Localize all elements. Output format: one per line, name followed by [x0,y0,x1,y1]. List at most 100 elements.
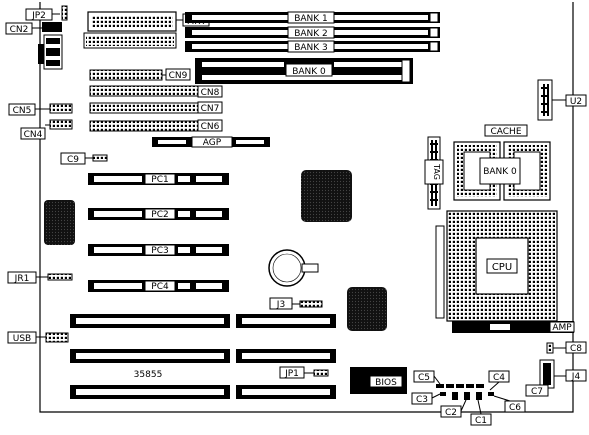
cn4-callout [20,127,46,140]
u2-callout [565,94,587,107]
cn6-group: CN6 [89,119,223,132]
c7-callout [525,384,549,397]
j4-group: C7 J4 [525,359,587,397]
cn7-callout [197,101,223,114]
bank3-label: BANK 3 [294,43,328,53]
pc4-callout [144,280,176,292]
pci-slot-4: PC4 [88,280,229,292]
cn4-group: CN4 [20,119,73,140]
cpu-socket-lever [435,225,445,319]
amp-strip-group: AMP [452,321,575,333]
pc3-callout [144,244,176,256]
agp-label: AGP [203,138,222,148]
io-chip [44,200,75,245]
c8-jumper [546,342,554,354]
usb-group: USB [7,331,69,344]
agp-slot-group: AGP [152,136,270,148]
usb-label: USB [13,334,31,344]
tag-label: TAG [432,163,441,180]
cn6-label: CN6 [201,122,220,132]
cn8-connector [89,85,199,97]
dimm-bank-1: BANK 1 [185,11,440,24]
pc2-label: PC2 [151,210,168,220]
tag-group: TAG [424,136,444,210]
cache-bank0-label: BANK 0 [483,167,517,177]
cn6-callout [197,119,223,132]
cn2-group: CN2 [5,22,63,70]
jp2-group: JP2 [25,5,68,21]
u2-label: U2 [570,97,582,107]
cache-label: CACHE [490,127,521,137]
c2-label: C2 [445,408,457,418]
dimm-bank-3: BANK 3 [185,40,440,53]
c7-label: C7 [531,387,543,397]
tag-callout [424,159,444,185]
cn5-group: CN5 [8,103,73,116]
cn9-callout [165,68,191,81]
j3-label: J3 [276,300,285,310]
chipset [301,170,352,222]
cache-callout [484,124,528,137]
agp-callout [191,136,233,148]
bank1-label: BANK 1 [294,14,328,24]
c8-label: C8 [570,344,582,354]
cn8-callout [197,85,223,98]
bios-group: BIOS [350,367,407,394]
pci-slot-2: PC2 [88,208,229,220]
c3-callout [411,392,433,405]
cn7-group: CN7 [89,101,223,114]
bank1-callout [287,11,335,24]
c9-label: C9 [67,155,79,165]
c9-group: C9 [60,152,108,165]
jr1-header [47,273,73,281]
cpu-socket-group: CPU [435,210,558,322]
bank2-callout [287,26,335,39]
c6-label: C6 [509,403,521,413]
dimm-bank-2: BANK 2 [185,26,440,39]
cache-bank0-callout [479,157,521,185]
cn4-label: CN4 [24,130,43,140]
cn5-header [49,103,73,114]
cn9-group: CN9 [89,68,191,81]
battery [268,249,306,287]
board-outline [39,2,574,413]
cache-group: CACHE BANK 0 [453,124,551,201]
cn5-label: CN5 [13,106,32,116]
pc3-label: PC3 [151,246,168,256]
chipset-south [347,287,387,331]
jp1-label: JP1 [284,369,299,379]
pc4-label: PC4 [151,282,169,292]
dimm-bank-0: BANK 0 [195,58,413,84]
pc1-callout [144,173,176,185]
jp2-label: JP2 [31,11,46,21]
usb-header [45,332,69,343]
cn7-connector [89,102,199,114]
bios-label: BIOS [375,378,397,388]
battery-group [268,249,319,287]
c4-label: C4 [493,373,505,383]
bank0-label: BANK 0 [292,67,326,77]
jr1-label: JR1 [14,274,30,284]
board-number: 35855 [134,370,163,380]
j4-callout [565,369,587,382]
c1-label: C1 [475,416,487,426]
jp1-group: JP1 [279,366,329,379]
bank0-callout [285,63,333,77]
c8-group: C8 [546,341,587,354]
isa-slots [70,314,336,399]
c2-callout [440,405,462,418]
amp-callout [549,321,575,333]
jr1-group: JR1 [7,271,73,284]
cn9-label: CN9 [169,71,188,81]
cn6-connector [89,120,199,132]
amp-label: AMP [552,323,572,333]
cn4-header [49,119,73,130]
c5-label: C5 [418,373,430,383]
bios-callout [369,375,403,388]
jp2-jumper [61,5,68,21]
capacitor-cluster: C5 C3 C2 C1 C4 C6 [411,370,526,426]
c6-callout [504,400,526,413]
j3-group: J3 [269,297,323,310]
